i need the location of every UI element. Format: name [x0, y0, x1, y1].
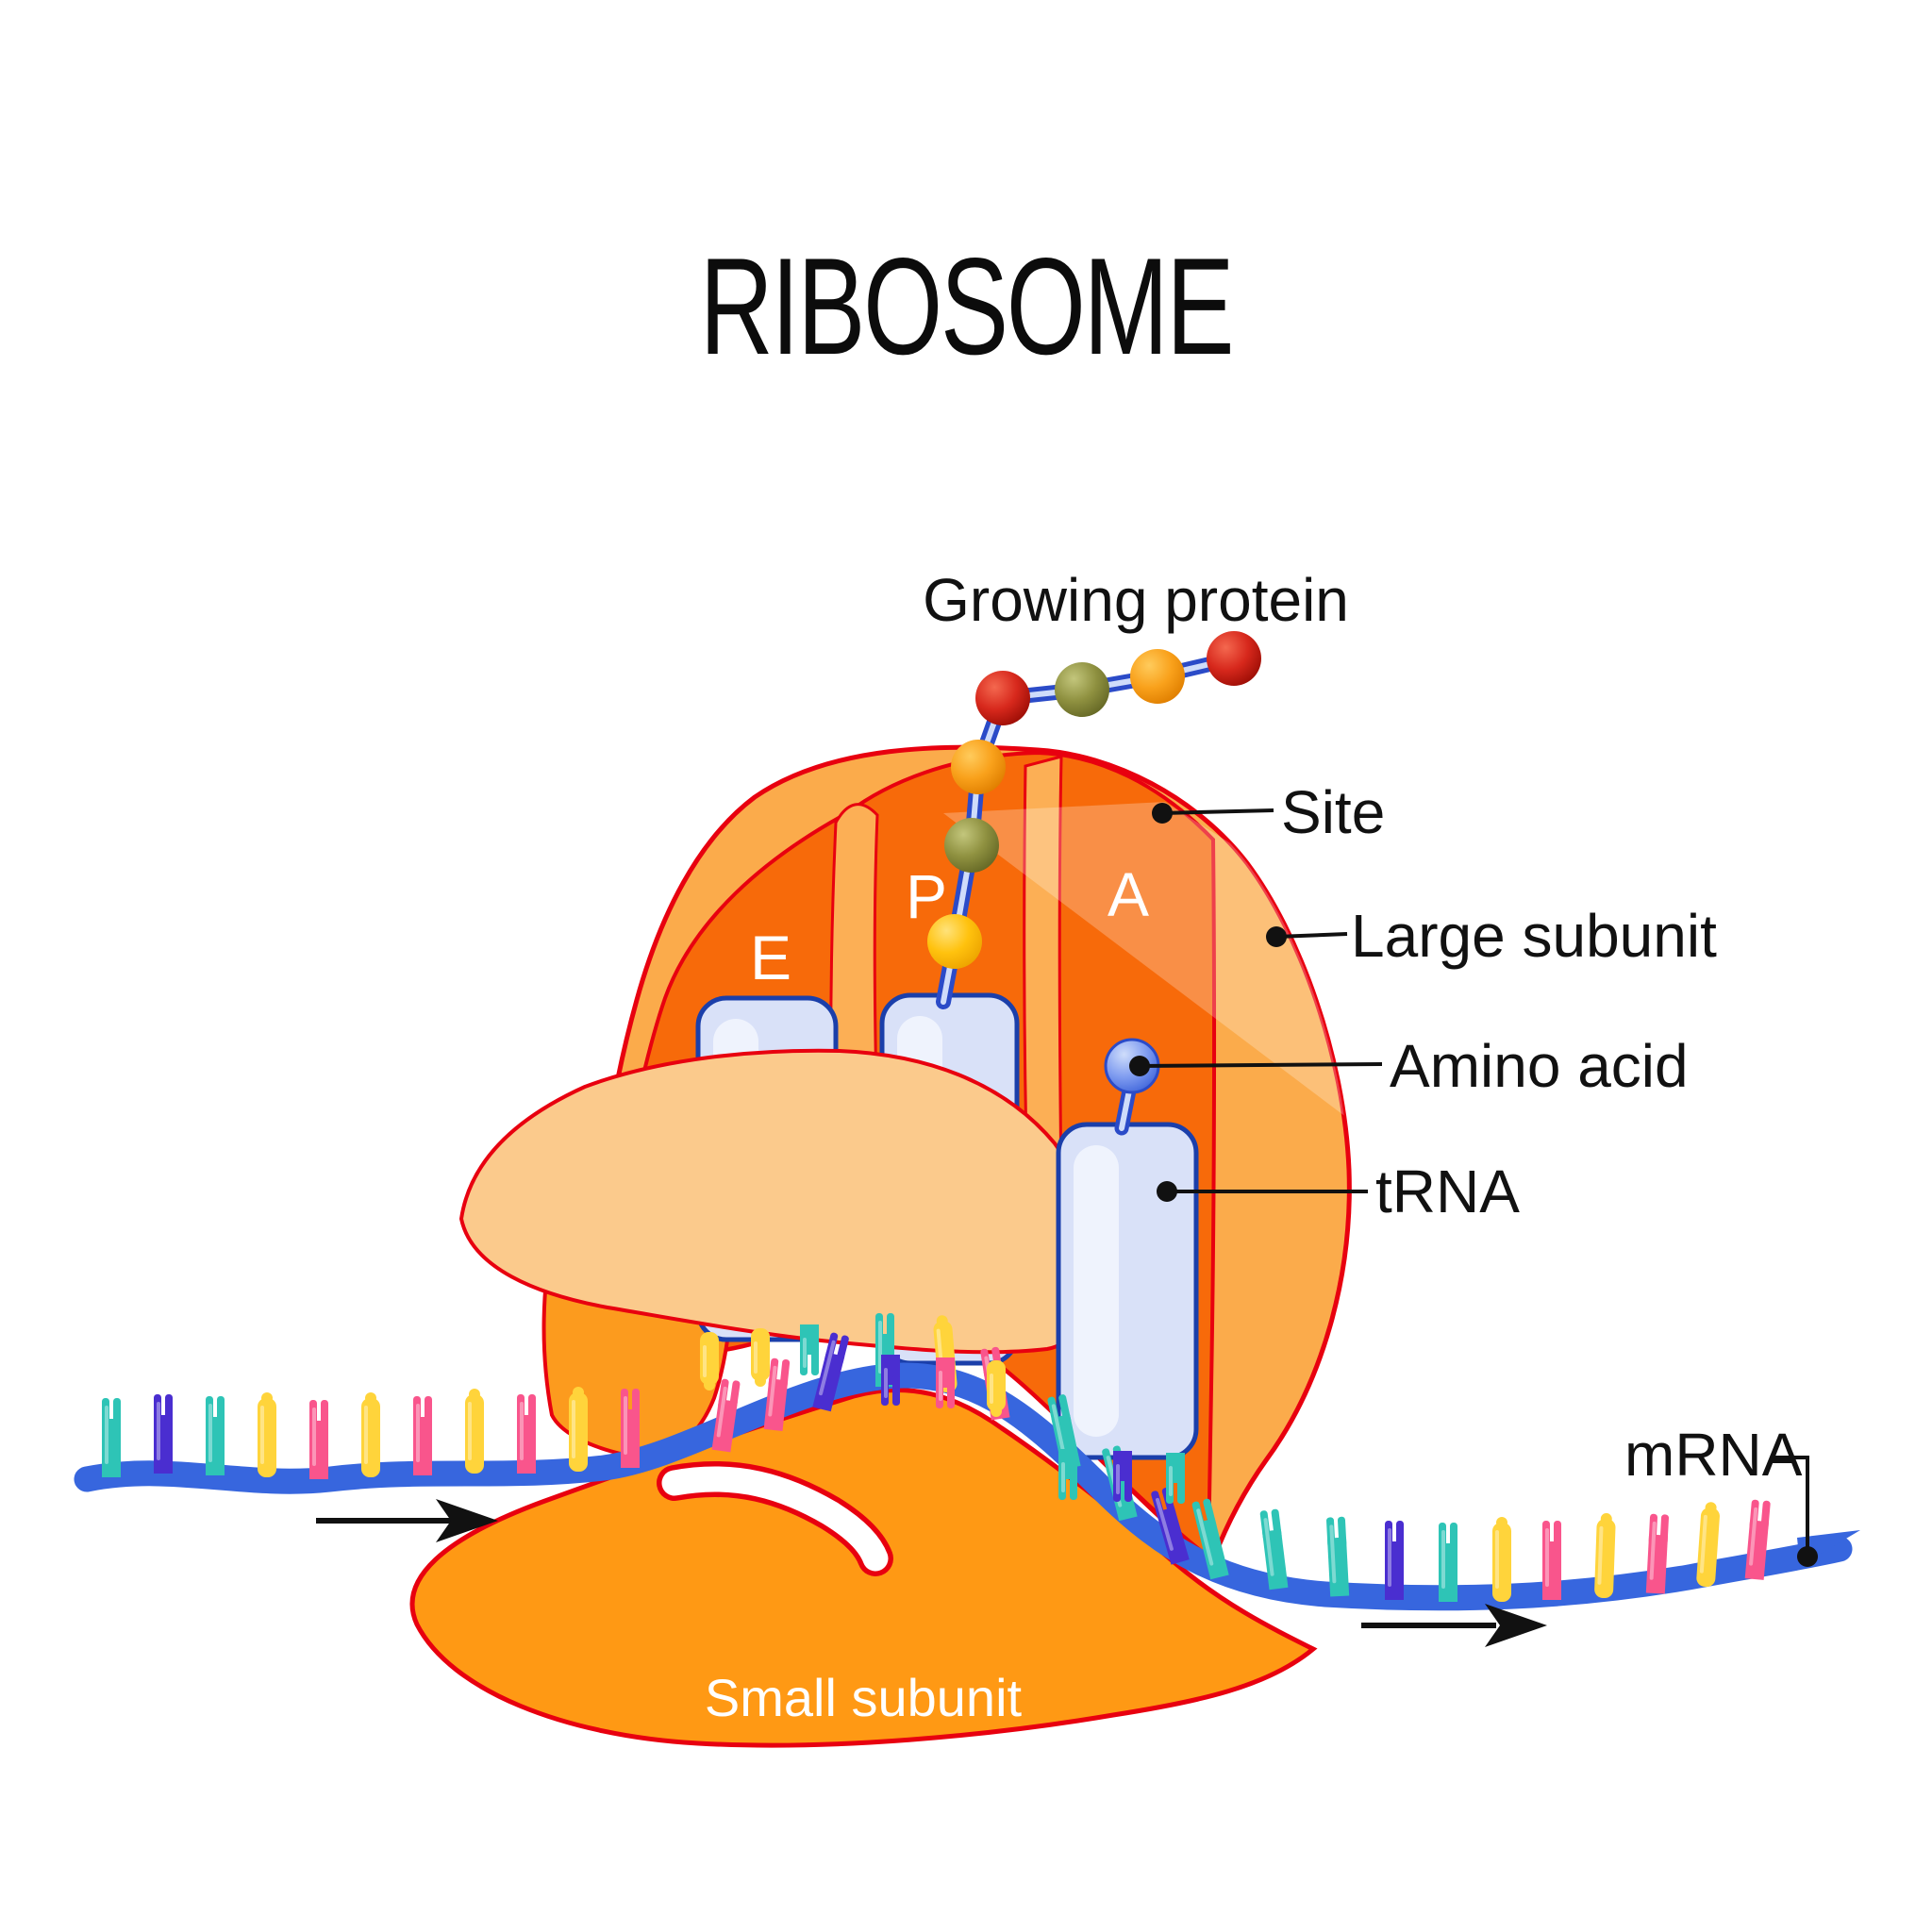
trna-anticodon-base	[1058, 1449, 1077, 1500]
e-site-letter: E	[749, 923, 792, 992]
mrna-base	[102, 1398, 121, 1477]
mrna-base	[361, 1392, 380, 1477]
trna-anticodon-base	[800, 1324, 819, 1375]
trna-anticodon-base	[700, 1332, 719, 1391]
mrna-base	[517, 1394, 536, 1474]
mrna-base	[1151, 1488, 1190, 1565]
site-leader	[1152, 803, 1274, 824]
mrna-base	[1191, 1498, 1229, 1580]
large-subunit-label: Large subunit	[1351, 902, 1717, 970]
amino-acid-bead	[951, 740, 1006, 794]
trna-label: tRNA	[1375, 1158, 1520, 1225]
mrna-base	[1385, 1521, 1404, 1600]
site-divider-stripe	[829, 803, 879, 1098]
direction-arrow-left	[316, 1499, 498, 1542]
diagram-title: RIBOSOME	[699, 229, 1235, 383]
mrna-base	[763, 1357, 791, 1432]
dome-gloss	[943, 802, 1350, 1118]
mrna-base	[1696, 1502, 1720, 1588]
amino-acid-bead	[1207, 631, 1261, 686]
mrna-base	[1492, 1517, 1511, 1602]
trna-anticodon-base	[1166, 1453, 1185, 1504]
mrna-base	[1439, 1523, 1457, 1602]
a-site-letter: A	[1107, 859, 1150, 929]
mrna-base	[621, 1389, 640, 1468]
amino-acid-bead	[1055, 662, 1109, 717]
mrna-base	[1259, 1508, 1289, 1591]
small-subunit-label: Small subunit	[704, 1668, 1023, 1727]
mrna-leader	[1772, 1456, 1818, 1567]
site-label: Site	[1281, 778, 1386, 846]
mrna-base	[569, 1387, 588, 1472]
mrna-base	[309, 1400, 328, 1479]
mrna-base	[1594, 1513, 1616, 1599]
mrna-base	[1744, 1499, 1771, 1580]
amino-acid-label: Amino acid	[1390, 1032, 1689, 1100]
annotations	[316, 803, 1818, 1647]
amino-acid-leader	[1129, 1056, 1383, 1076]
large-subunit-leader	[1266, 926, 1348, 947]
mrna-base	[1645, 1513, 1669, 1594]
trna-anticodon-base	[751, 1328, 770, 1387]
trna-anticodon-base	[987, 1360, 1006, 1417]
mrna-base	[413, 1396, 432, 1475]
mrna-base	[206, 1396, 225, 1475]
mrna-label: mRNA	[1624, 1421, 1803, 1489]
mrna-base	[1326, 1516, 1350, 1597]
mrna-base	[711, 1378, 741, 1453]
mrna-base	[154, 1394, 173, 1474]
amino-acid-bead	[944, 818, 999, 873]
amino-acid-bead	[927, 914, 982, 969]
amino-acid-bead	[975, 671, 1030, 725]
small-subunit-cleft-inner	[661, 1466, 889, 1572]
trna-A	[1056, 1122, 1199, 1460]
mrna-base	[812, 1332, 849, 1412]
direction-arrow-right	[1361, 1604, 1547, 1647]
mrna-base	[1542, 1521, 1561, 1600]
growing-protein-label: Growing protein	[923, 566, 1349, 634]
mrna-base	[258, 1392, 276, 1477]
trna-leader	[1157, 1181, 1368, 1202]
p-site-letter: P	[905, 861, 948, 931]
mrna-base	[465, 1389, 484, 1474]
trna-anticodon-base	[1113, 1451, 1132, 1502]
amino-acid-bead	[1130, 649, 1185, 704]
trna-anticodon-base	[881, 1355, 900, 1406]
trna-anticodon-base	[936, 1357, 955, 1408]
